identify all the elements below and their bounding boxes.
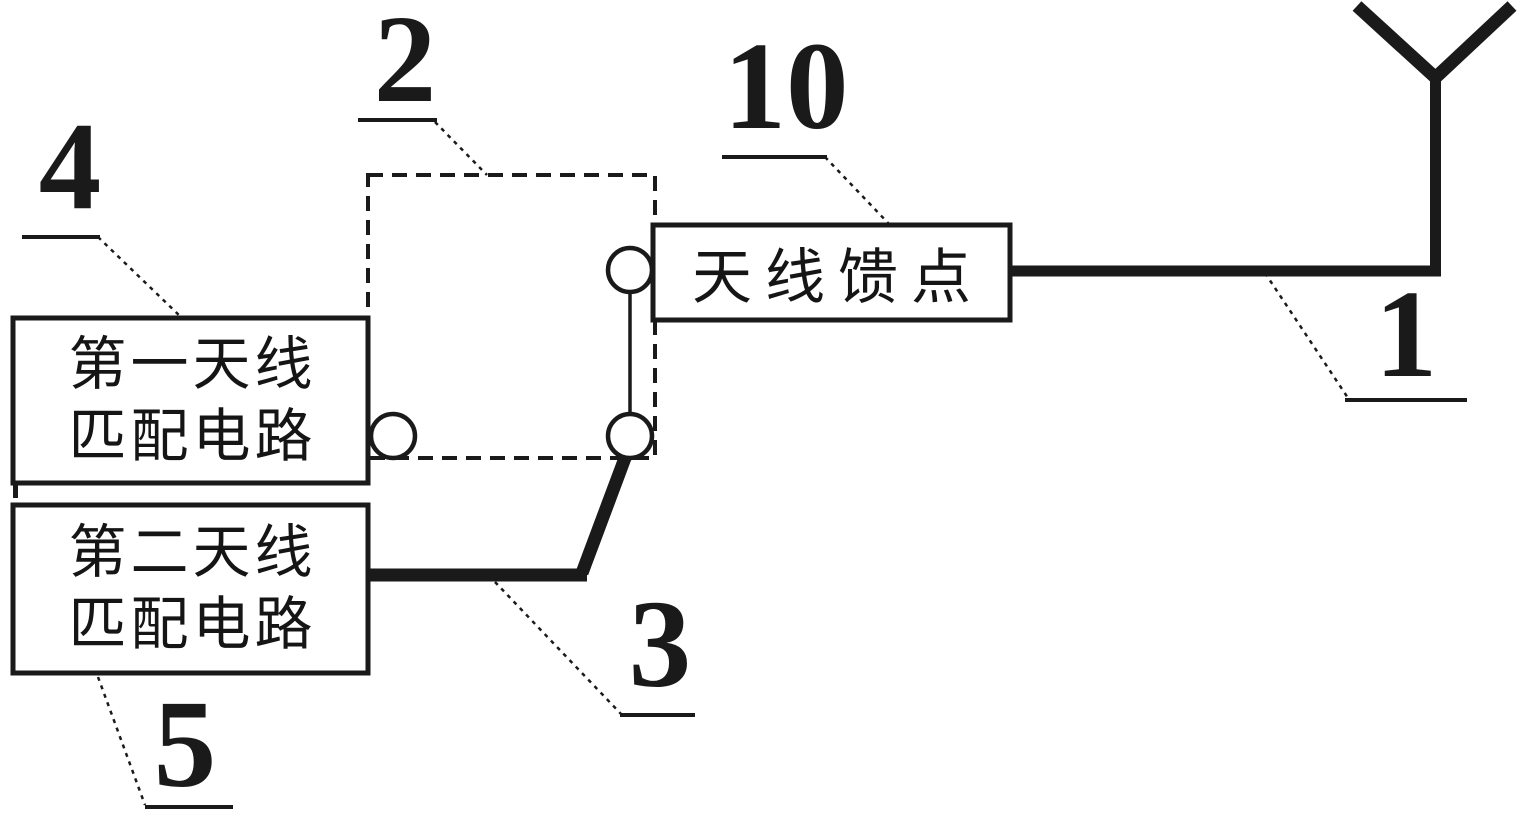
callout-antenna-feed-point: 10 xyxy=(723,18,849,156)
leader-line-10 xyxy=(824,156,891,226)
second-antenna-matching-circuit-box xyxy=(10,502,371,676)
switch-module-dashed-box xyxy=(366,173,657,460)
first-matching-label-line1: 第一天线 xyxy=(68,331,317,397)
contact-circle-icon-first-circuit xyxy=(368,411,418,461)
first-antenna-matching-circuit-label: 第一天线 匹配电路 xyxy=(13,318,368,483)
callout-switch-module: 2 xyxy=(373,0,437,129)
antenna-icon xyxy=(1352,1,1517,277)
feed-point-label-text: 天线馈点 xyxy=(692,244,984,311)
callout-first-matching-circuit: 4 xyxy=(38,98,102,236)
switch-arm-line xyxy=(575,447,635,576)
leader-line-1 xyxy=(1263,272,1350,399)
contact-circle-icon-switch xyxy=(605,411,655,461)
callout-switch-arm: 3 xyxy=(628,576,692,714)
leader-line-3 xyxy=(494,581,623,716)
callout-second-matching-circuit: 5 xyxy=(153,676,217,814)
first-matching-label-line2: 匹配电路 xyxy=(68,403,317,469)
callout-antenna: 1 xyxy=(1374,266,1438,404)
contact-circle-icon-feed xyxy=(605,245,655,295)
second-matching-label-line1: 第二天线 xyxy=(68,520,317,586)
leader-line-4 xyxy=(97,236,183,319)
antenna-feed-point-label: 天线馈点 xyxy=(653,225,1010,320)
second-antenna-matching-circuit-label: 第二天线 匹配电路 xyxy=(13,505,368,673)
first-antenna-matching-circuit-box xyxy=(10,315,371,486)
second-matching-label-line2: 匹配电路 xyxy=(68,592,317,657)
leader-line-2 xyxy=(434,121,488,176)
